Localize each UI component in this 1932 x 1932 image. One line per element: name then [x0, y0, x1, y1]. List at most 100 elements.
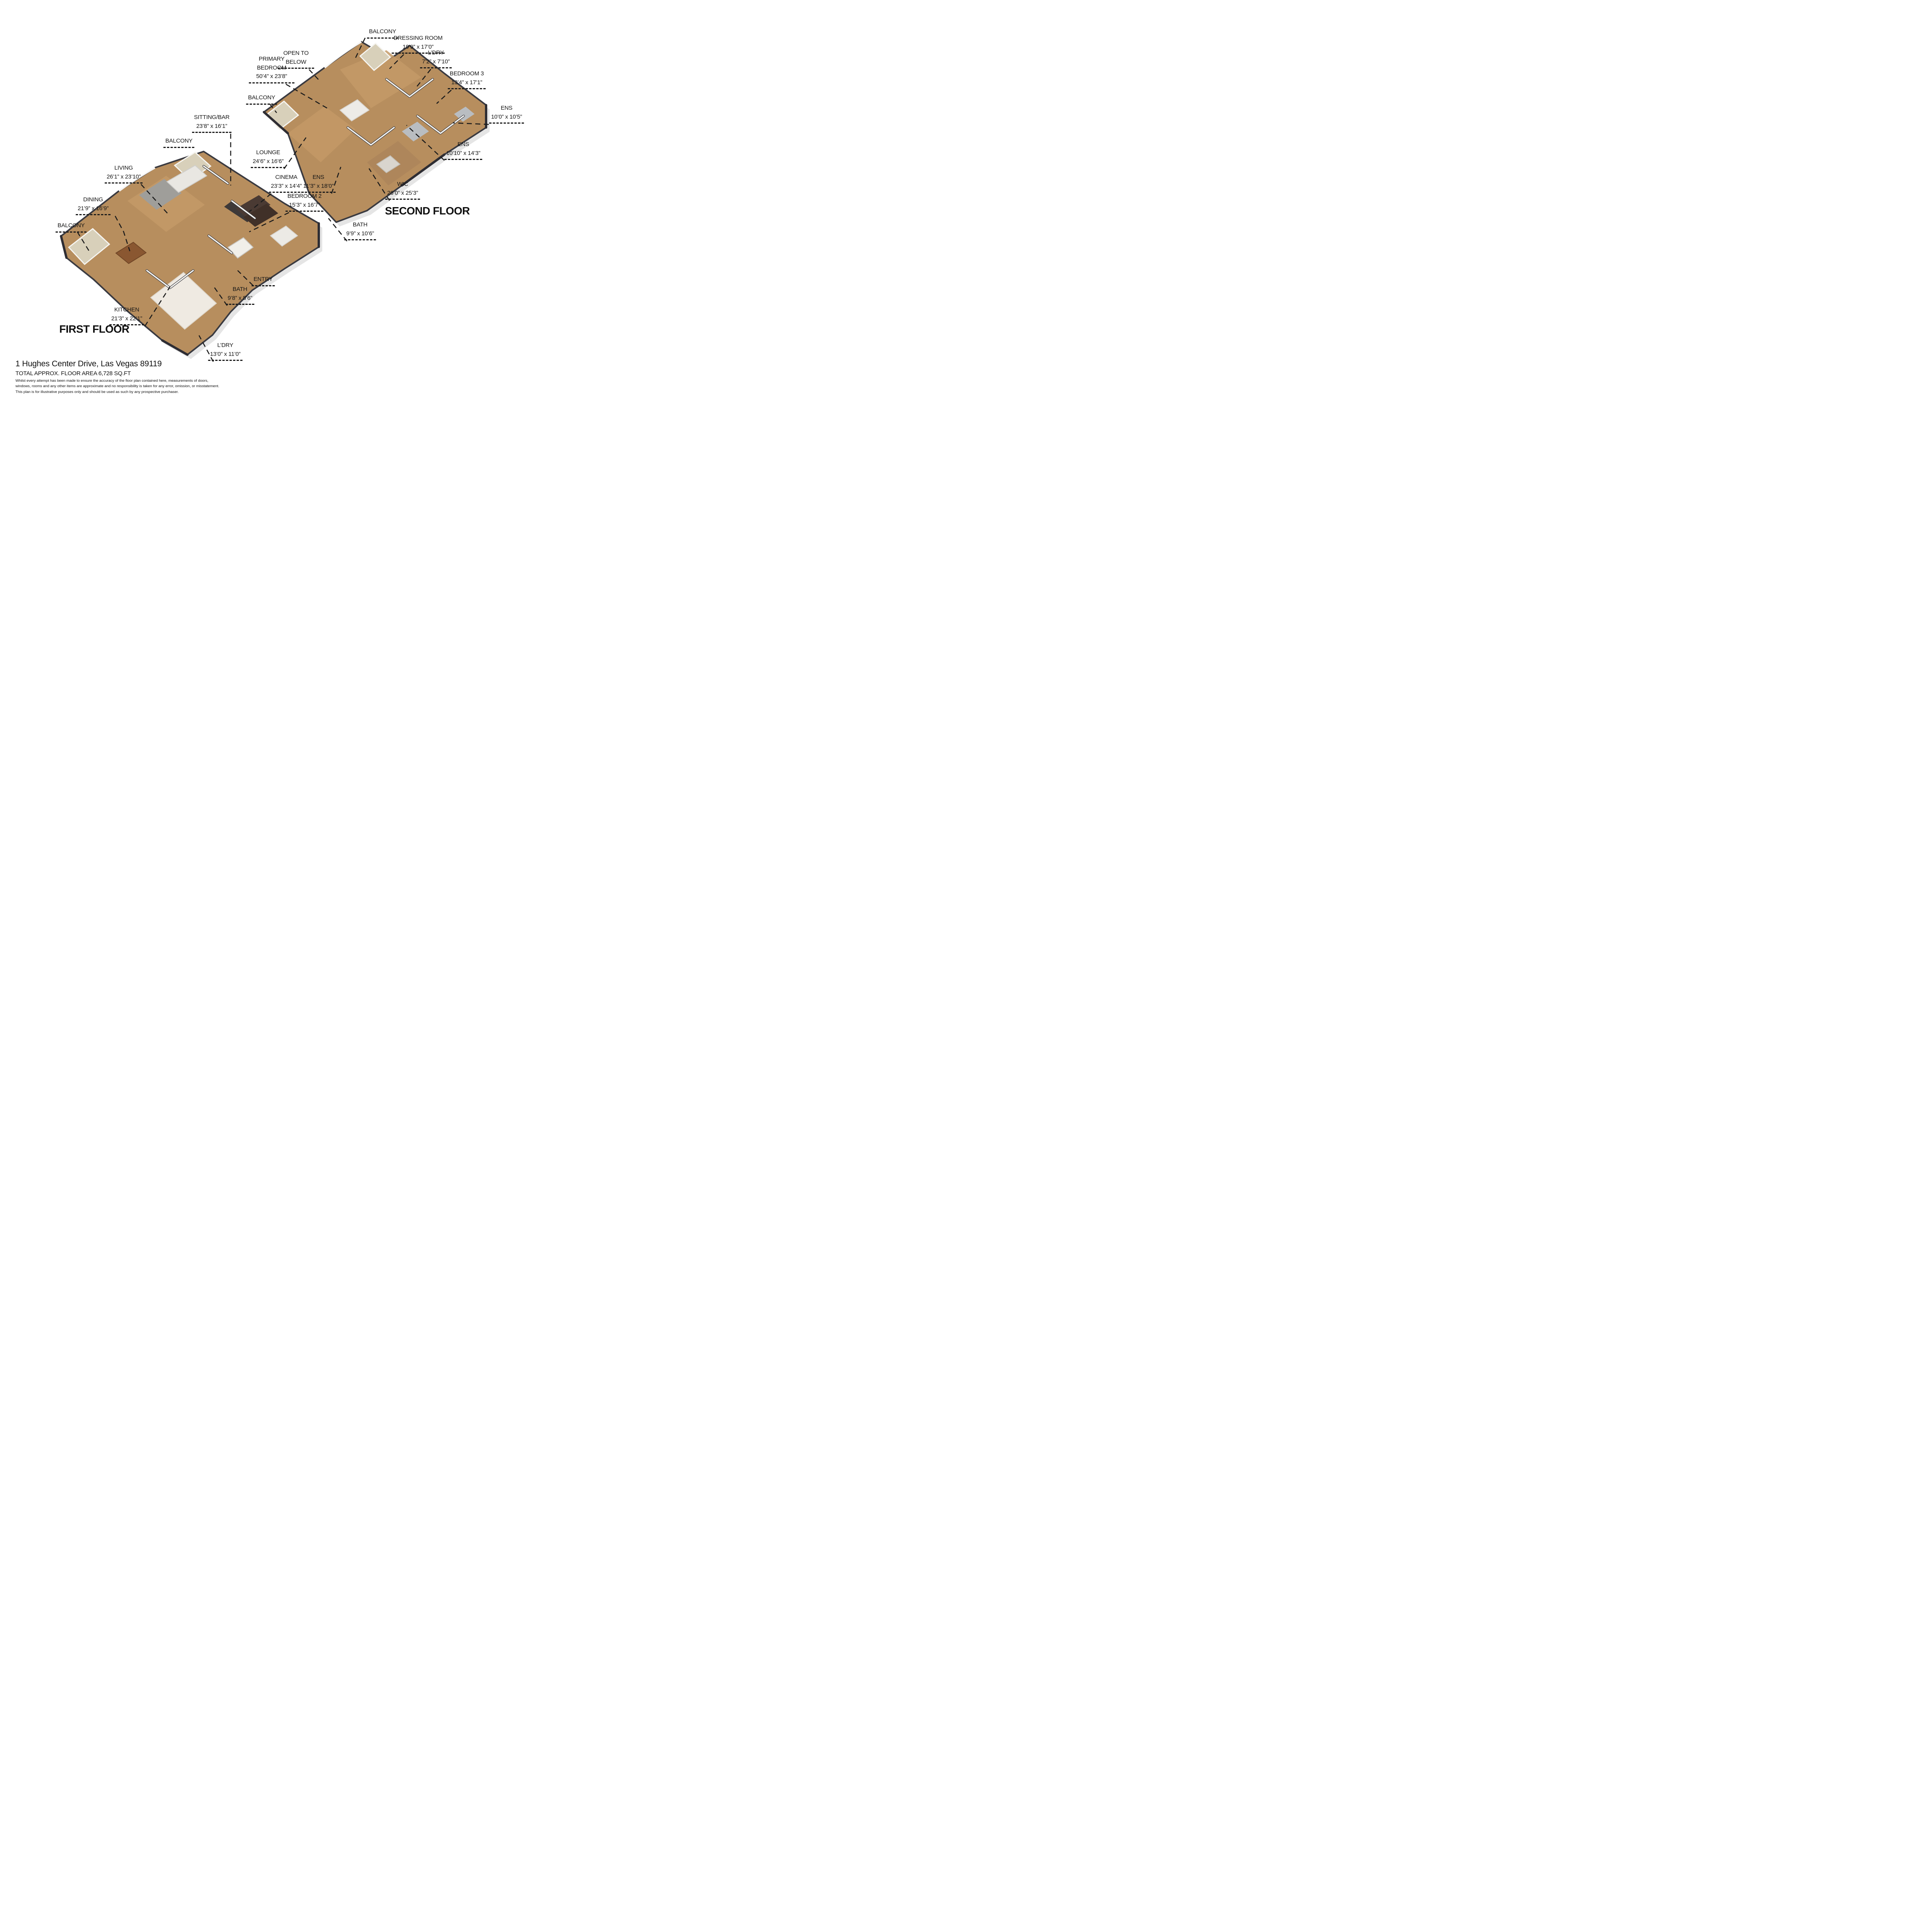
- label-ens-primary: ENS 10’10” x 14’3”: [444, 140, 483, 160]
- label-open-to-below: OPEN TO BELOW: [278, 49, 314, 69]
- room-name: SITTING/BAR: [194, 114, 230, 121]
- leader: [114, 216, 131, 252]
- wall-caps: [263, 104, 487, 187]
- room-name: OPEN TO BELOW: [283, 50, 309, 65]
- room-name: BEDROOM 3: [449, 70, 484, 77]
- label-bedroom-2: BEDROOM 2 15’3” x 16’7”: [285, 192, 324, 212]
- railing: [118, 167, 156, 192]
- cinema-seats: [243, 204, 278, 227]
- closet-island: [376, 155, 401, 173]
- balcony-deck: [359, 42, 391, 71]
- room-name: ENS: [312, 174, 325, 180]
- property-address: 1 Hughes Center Drive, Las Vegas 89119: [15, 359, 162, 368]
- room-name: DRESSING ROOM: [393, 35, 443, 41]
- room-dims: 19’9” x 17’0”: [403, 43, 434, 50]
- label-living: LIVING 26’1” x 23’10”: [104, 164, 143, 184]
- tile-area: [402, 122, 429, 141]
- room-name: CINEMA: [275, 174, 298, 180]
- leader: [309, 69, 320, 82]
- leader: [452, 122, 489, 125]
- room-dims: 23’3” x 14’4”: [271, 182, 302, 189]
- leader: [198, 335, 214, 362]
- room-name: DINING: [83, 196, 103, 203]
- label-cinema: CINEMA 23’3” x 14’4”: [269, 173, 304, 193]
- wall-cap: [60, 235, 68, 259]
- room-name: PRIMARY BEDROOM: [257, 56, 287, 71]
- wall-cap: [161, 339, 189, 356]
- interior-walls: [146, 165, 256, 289]
- label-primary-bedroom: PRIMARY BEDROOM 50’4” x 23’8”: [249, 55, 294, 83]
- first-floor-render: [60, 151, 322, 359]
- second-floor-title: SECOND FLOOR: [385, 205, 470, 217]
- leader: [249, 193, 272, 213]
- room-dims: 13’0” x 11’0”: [210, 350, 241, 357]
- label-ens-second: ENS 11’3” x 18’0”: [301, 173, 336, 193]
- floorplan-art: [60, 37, 490, 362]
- floorplan-canvas: BALCONY DRESSING ROOM 19’9” x 17’0” OPEN …: [0, 0, 565, 399]
- room-name: BALCONY: [248, 94, 276, 101]
- leader: [144, 286, 171, 327]
- wall-line: [347, 78, 464, 146]
- room-name: BATH: [352, 221, 368, 228]
- label-balcony-first: BALCONY: [55, 221, 87, 233]
- disclaimer: Whilst every attempt has been made to en…: [15, 378, 219, 395]
- room-dims: 21’9” x 16’9”: [78, 205, 109, 212]
- room-name: ENS: [457, 141, 469, 148]
- railing: [324, 41, 362, 68]
- room-dims: 50’4” x 23’8”: [256, 73, 287, 80]
- leader: [331, 167, 342, 194]
- room-dims: 21’3” x 22’1”: [111, 315, 142, 322]
- label-bath-second: BATH 9’9” x 10’6”: [344, 221, 376, 240]
- room-name: BATH: [232, 286, 248, 293]
- leader-lines: [77, 37, 489, 362]
- label-balcony-sitting: BALCONY: [163, 137, 195, 148]
- room-name: LIVING: [114, 165, 133, 171]
- room-dims: 13’4” x 17’1”: [451, 79, 482, 86]
- bed: [339, 99, 370, 122]
- room-dims: 24’6” x 16’6”: [253, 158, 284, 165]
- room-name: BALCONY: [369, 28, 396, 35]
- disclaimer-line: This plan is for illustrative purposes o…: [15, 389, 179, 394]
- room-dims: 26’1” x 23’10”: [106, 173, 141, 180]
- leader: [141, 184, 169, 215]
- room-name: ENS: [500, 105, 513, 111]
- wall-cap: [401, 153, 446, 187]
- room-dims: 9’9” x 10’6”: [346, 230, 374, 237]
- sofa: [166, 165, 207, 193]
- leader: [389, 54, 404, 69]
- leader: [269, 104, 277, 113]
- leader: [368, 168, 390, 201]
- room-dims: 9’8” x 8’6”: [228, 294, 252, 301]
- leader: [213, 286, 228, 306]
- room-dims: 10’10” x 14’3”: [446, 150, 481, 156]
- leader: [406, 125, 445, 161]
- second-floor-render: [263, 41, 490, 226]
- room-name: ENTRY: [253, 276, 273, 282]
- leader: [237, 270, 253, 286]
- total-floor-area: TOTAL APPROX. FLOOR AREA 6,728 SQ.FT: [15, 370, 131, 377]
- room-name: BALCONY: [165, 138, 193, 144]
- leader: [355, 37, 366, 58]
- room-name: BALCONY: [57, 222, 85, 229]
- room-dims: 11’3” x 18’0”: [303, 182, 334, 189]
- room-name: BEDROOM 2: [287, 193, 322, 199]
- disclaimer-line: Whilst every attempt has been made to en…: [15, 379, 209, 383]
- room-name: WIC: [397, 181, 408, 187]
- label-dressing-room: DRESSING ROOM 19’9” x 17’0”: [391, 34, 445, 54]
- leader: [436, 90, 452, 104]
- wood-patch: [128, 176, 205, 232]
- wall-cap: [263, 111, 289, 134]
- label-kitchen: KITCHEN 21’3” x 22’1”: [109, 306, 144, 325]
- room-dims: 15’3” x 16’7”: [289, 201, 320, 208]
- room-dims: 10’0” x 10’5”: [491, 113, 522, 120]
- dining-table: [115, 242, 147, 264]
- room-name: KITCHEN: [114, 306, 139, 313]
- balcony-deck: [68, 228, 111, 265]
- room-name: L’DRY: [217, 342, 233, 349]
- room-dims: 7’2” x 7’10”: [422, 58, 450, 65]
